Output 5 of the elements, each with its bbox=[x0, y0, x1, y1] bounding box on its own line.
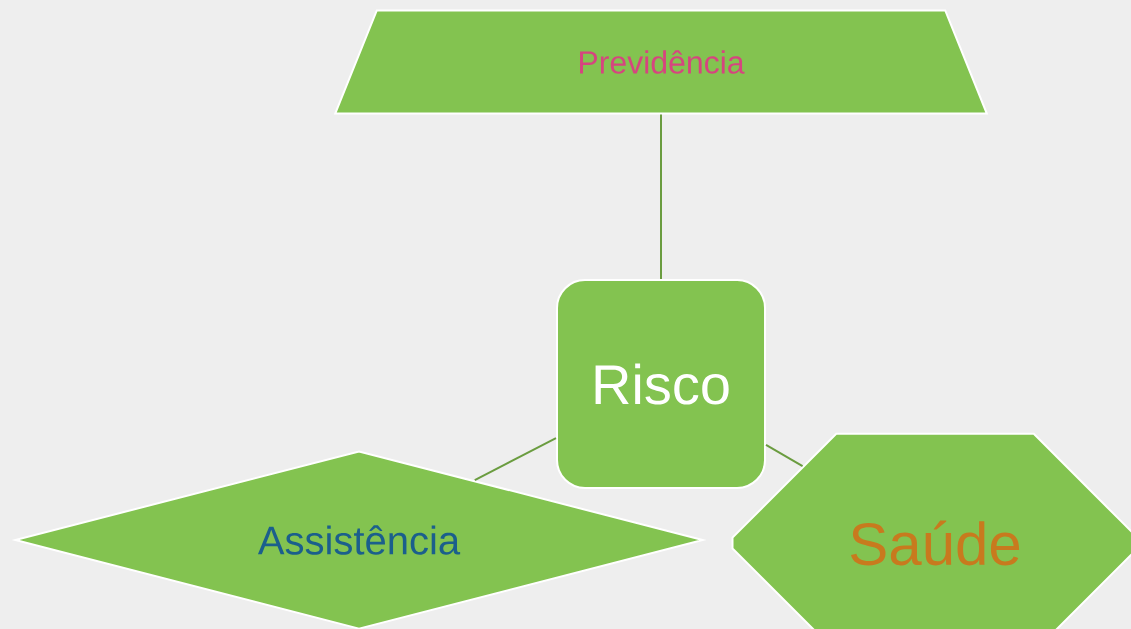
connector-line bbox=[473, 437, 557, 482]
connector-line bbox=[765, 443, 804, 468]
rounded-box: Risco bbox=[556, 279, 766, 489]
connector-line bbox=[660, 113, 662, 280]
hexagon-box: Saúde bbox=[731, 432, 1131, 629]
